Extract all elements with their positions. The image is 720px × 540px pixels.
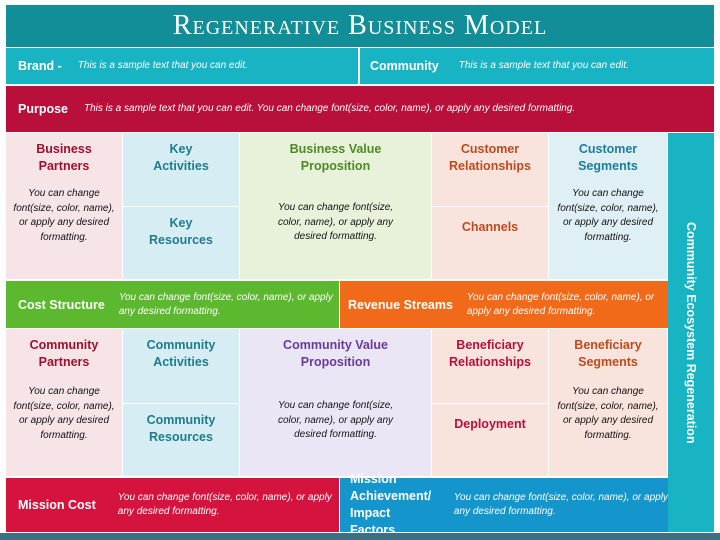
community-bar: Community This is a sample text that you… bbox=[360, 48, 714, 84]
mission-achievement-bar: Mission Achievement/ Impact Factors You … bbox=[340, 472, 668, 537]
community-label: Community bbox=[370, 59, 439, 73]
customer-relationships-cell: Customer Relationships bbox=[432, 133, 549, 207]
key-activities-cell: Key Activities bbox=[123, 133, 240, 207]
mission-cost-text: You can change font(size, color, name), … bbox=[117, 492, 332, 517]
community-ecosystem-regeneration-bar: Community Ecosystem Regeneration bbox=[668, 133, 714, 532]
business-partners-body: You can change font(size, color, name), … bbox=[13, 188, 115, 243]
purpose-label: Purpose bbox=[18, 102, 69, 116]
customer-segments-body: You can change font(size, color, name), … bbox=[557, 188, 659, 243]
brand-bar: Brand - This is a sample text that you c… bbox=[6, 48, 358, 84]
community-value-proposition-cell: Community Value Proposition You can chan… bbox=[240, 329, 432, 477]
beneficiary-segments-cell: Beneficiary Segments You can change font… bbox=[549, 329, 668, 477]
community-resources-heading: Community Resources bbox=[146, 413, 216, 444]
beneficiary-segments-heading: Beneficiary Segments bbox=[574, 338, 642, 369]
community-value-proposition-body: You can change font(size, color, name), … bbox=[277, 400, 394, 440]
cost-structure-text: You can change font(size, color, name), … bbox=[118, 291, 333, 317]
channels-heading: Channels bbox=[461, 220, 519, 234]
key-resources-heading: Key Resources bbox=[149, 216, 213, 247]
channels-cell: Channels bbox=[432, 207, 549, 280]
customer-relationships-heading: Customer Relationships bbox=[449, 142, 531, 173]
cost-structure-bar: Cost Structure You can change font(size,… bbox=[6, 281, 339, 328]
brand-label: Brand - bbox=[18, 59, 62, 73]
mission-achievement-text: You can change font(size, color, name), … bbox=[453, 492, 668, 517]
community-partners-body: You can change font(size, color, name), … bbox=[13, 386, 115, 441]
page-title: Regenerative Business Model bbox=[6, 5, 714, 47]
beneficiary-relationships-heading: Beneficiary Relationships bbox=[449, 338, 531, 369]
key-resources-cell: Key Resources bbox=[123, 207, 240, 280]
customer-segments-heading: Customer Segments bbox=[578, 142, 638, 173]
community-resources-cell: Community Resources bbox=[123, 404, 240, 477]
business-value-proposition-heading: Business Value Proposition bbox=[289, 142, 382, 173]
business-value-proposition-cell: Business Value Proposition You can chang… bbox=[240, 133, 432, 280]
community-activities-heading: Community Activities bbox=[146, 338, 216, 369]
business-partners-heading: Business Partners bbox=[36, 142, 92, 173]
mission-cost-bar: Mission Cost You can change font(size, c… bbox=[6, 478, 339, 532]
community-ecosystem-regeneration-label: Community Ecosystem Regeneration bbox=[684, 221, 698, 444]
mission-achievement-label: Mission Achievement/ Impact Factors bbox=[350, 472, 432, 537]
purpose-text: This is a sample text that you can edit.… bbox=[84, 103, 576, 114]
community-partners-cell: Community Partners You can change font(s… bbox=[6, 329, 123, 477]
customer-segments-cell: Customer Segments You can change font(si… bbox=[549, 133, 668, 280]
deployment-cell: Deployment bbox=[432, 404, 549, 477]
mission-cost-label: Mission Cost bbox=[18, 498, 96, 512]
community-activities-cell: Community Activities bbox=[123, 329, 240, 404]
community-value-proposition-heading: Community Value Proposition bbox=[283, 338, 388, 369]
revenue-streams-text: You can change font(size, color, name), … bbox=[466, 291, 655, 317]
brand-text: This is a sample text that you can edit. bbox=[77, 60, 248, 71]
revenue-streams-label: Revenue Streams bbox=[348, 297, 453, 312]
bottom-strip bbox=[0, 533, 720, 540]
deployment-heading: Deployment bbox=[454, 417, 526, 431]
purpose-bar: Purpose This is a sample text that you c… bbox=[6, 86, 714, 132]
cost-structure-label: Cost Structure bbox=[18, 297, 105, 312]
key-activities-heading: Key Activities bbox=[153, 142, 209, 173]
revenue-streams-bar: Revenue Streams You can change font(size… bbox=[340, 281, 668, 328]
business-partners-cell: Business Partners You can change font(si… bbox=[6, 133, 123, 280]
community-text: This is a sample text that you can edit. bbox=[458, 60, 629, 71]
beneficiary-relationships-cell: Beneficiary Relationships bbox=[432, 329, 549, 404]
beneficiary-segments-body: You can change font(size, color, name), … bbox=[557, 386, 659, 441]
business-value-proposition-body: You can change font(size, color, name), … bbox=[277, 202, 394, 242]
community-partners-heading: Community Partners bbox=[29, 338, 99, 369]
